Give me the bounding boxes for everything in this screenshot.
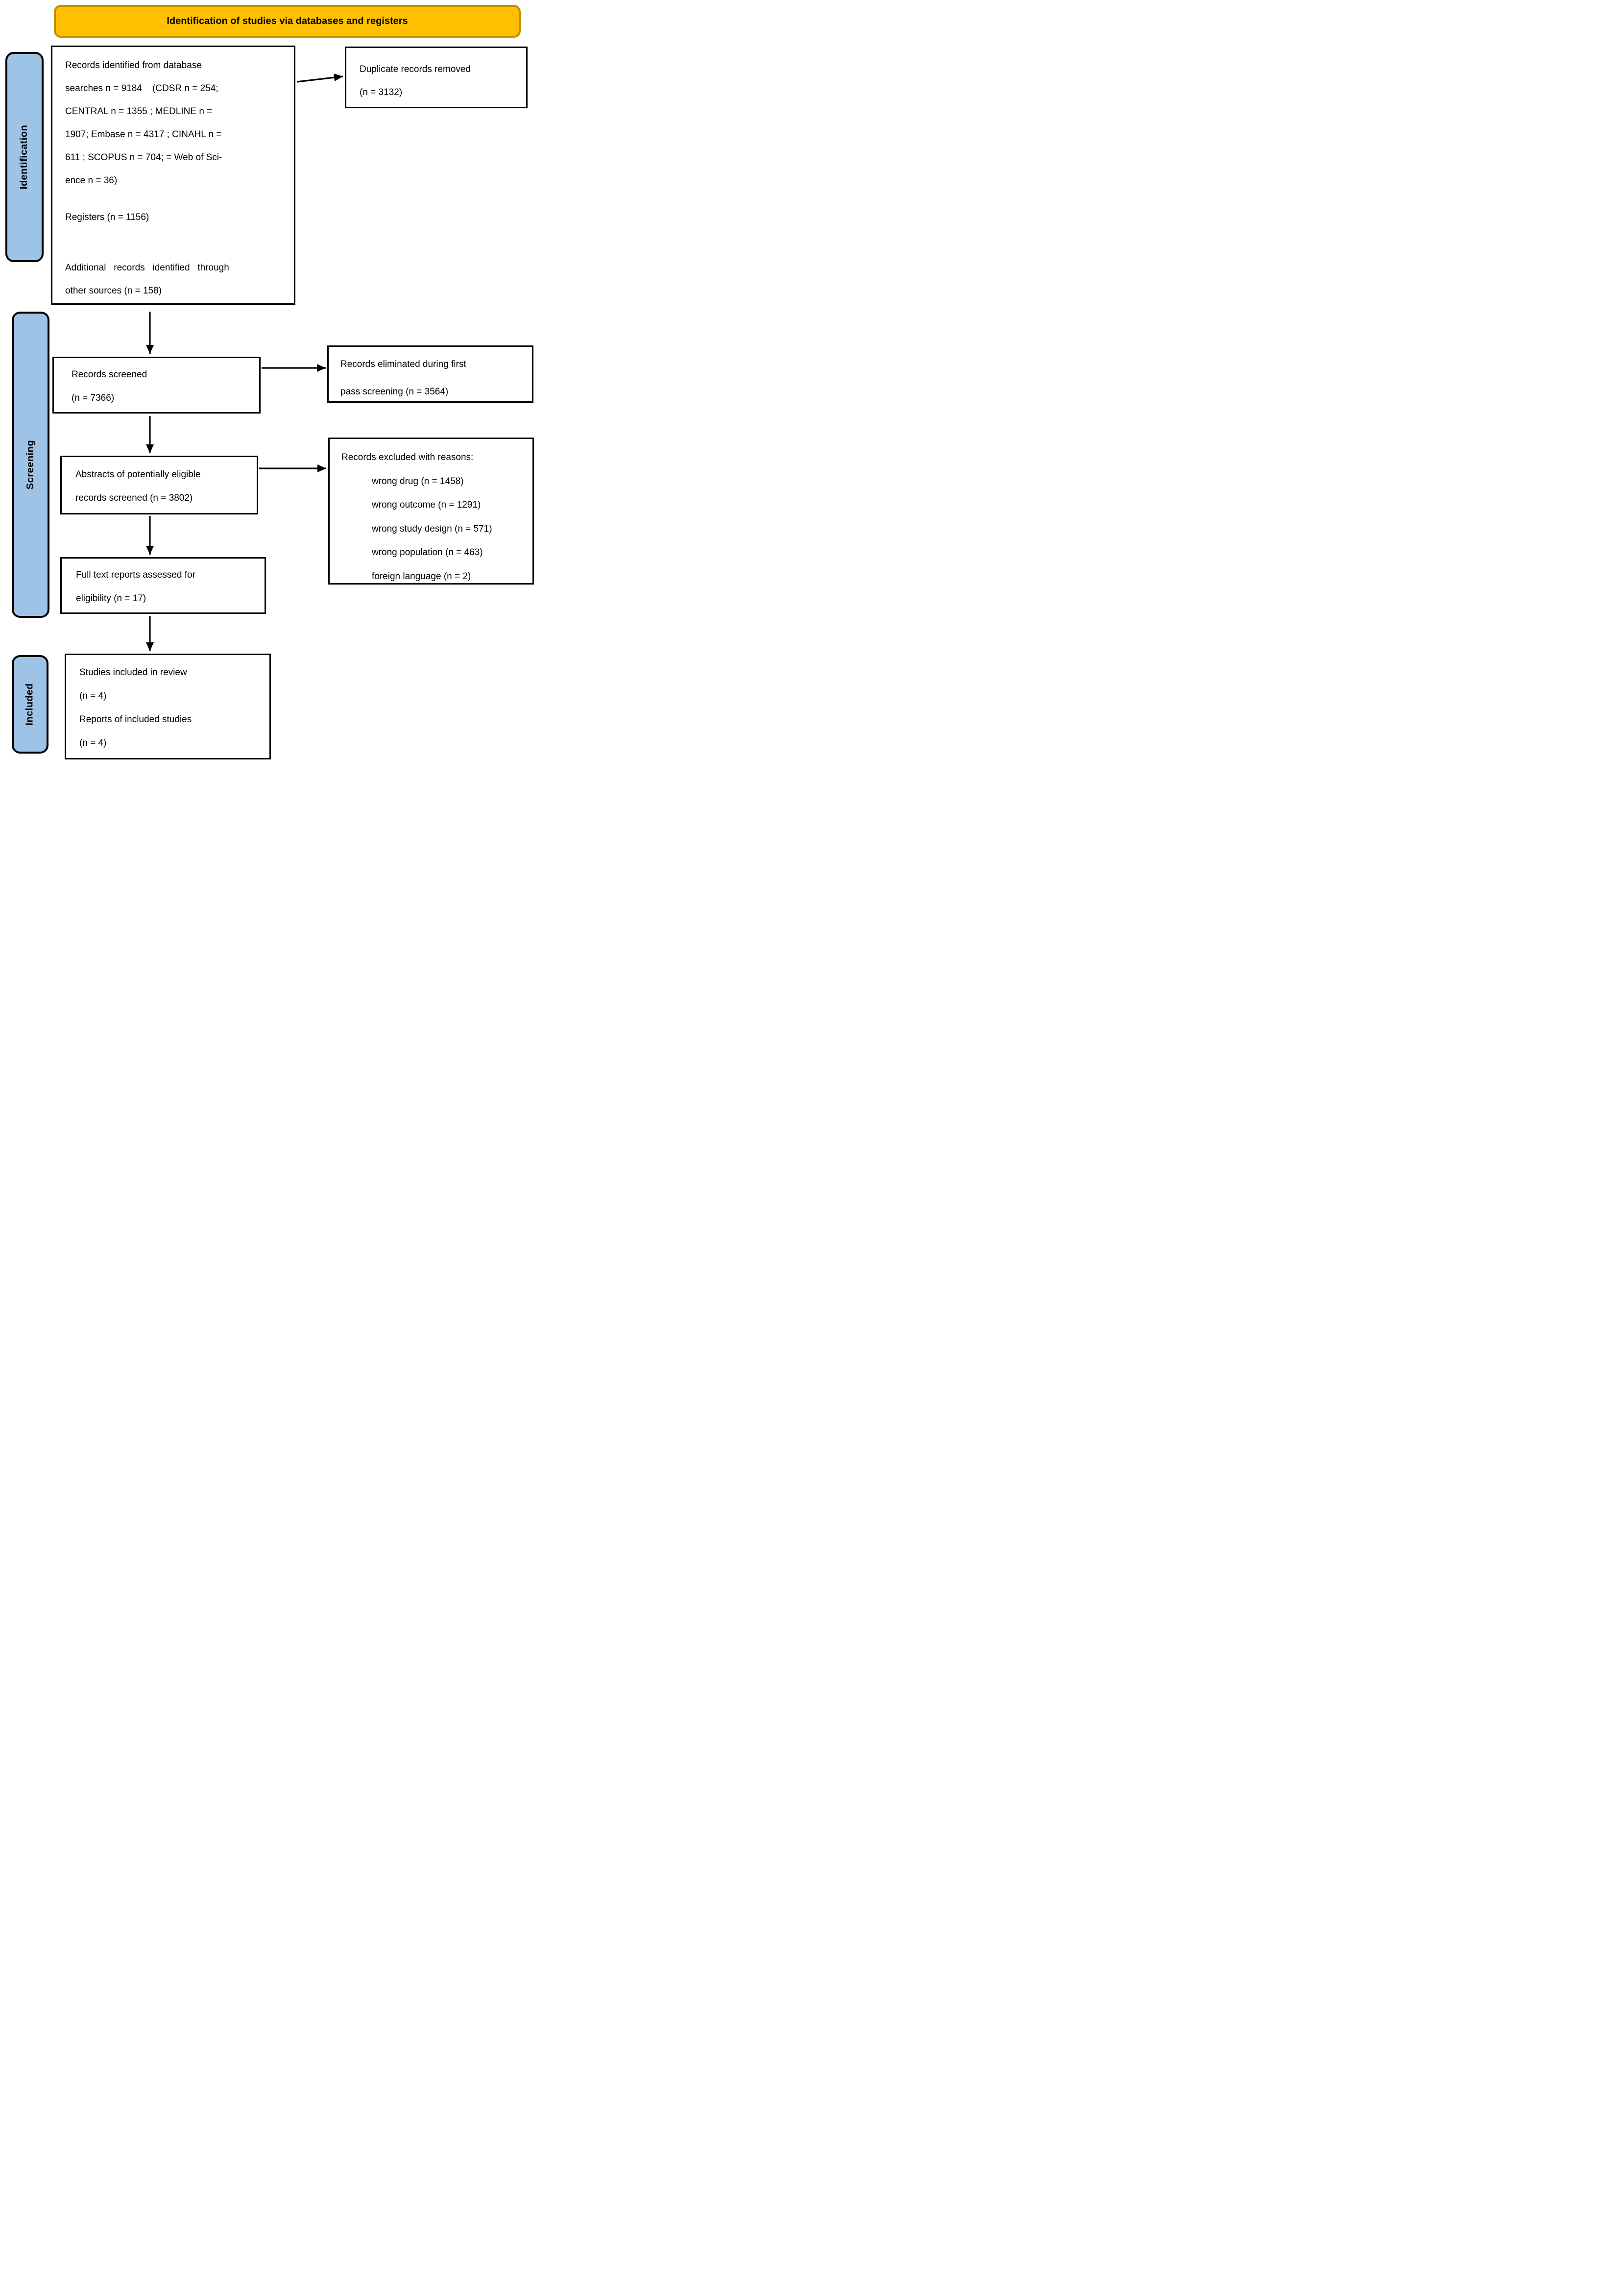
excluded-reason-item: wrong population (n = 463) — [372, 547, 483, 558]
box-duplicates-removed: Duplicate records removed (n = 3132) — [345, 47, 528, 108]
sidebar-screening-label: Screening — [25, 440, 36, 490]
excluded-reason-item: wrong study design (n = 571) — [372, 523, 492, 534]
banner-title-text: Identification of studies via databases … — [167, 16, 408, 26]
banner-title: Identification of studies via databases … — [54, 5, 521, 38]
box-abstracts-screened: Abstracts of potentially eligible record… — [60, 456, 258, 514]
sidebar-identification: Identification — [5, 52, 44, 262]
sidebar-included: Included — [12, 655, 48, 754]
additional-records-para: Additional records identified through ot… — [65, 263, 229, 296]
flow-arrows — [146, 73, 343, 651]
box-first-pass-eliminated: Records eliminated during first pass scr… — [327, 345, 533, 403]
box-records-excluded: Records excluded with reasons: wrong dru… — [328, 438, 534, 585]
excluded-reason-item: wrong drug (n = 1458) — [372, 476, 464, 487]
box-records-identified: Records identified from database searche… — [51, 46, 295, 305]
box-records-screened: Records screened (n = 7366) — [52, 357, 261, 414]
sidebar-included-label: Included — [24, 683, 36, 726]
excluded-reason-item: wrong outcome (n = 1291) — [372, 500, 481, 510]
studies-included-text: Studies included in review (n = 4) Repor… — [79, 667, 192, 748]
sidebar-identification-label: Identification — [19, 124, 30, 190]
fulltext-assessed-text: Full text reports assessed for eligibili… — [76, 570, 195, 604]
registers-line: Registers (n = 1156) — [65, 212, 149, 222]
sidebar-screening: Screening — [12, 312, 49, 618]
abstracts-screened-text: Abstracts of potentially eligible record… — [75, 469, 201, 503]
records-screened-text: Records screened (n = 7366) — [72, 369, 147, 403]
arrow-identified-to-duplicates — [296, 73, 343, 83]
records-excluded-heading: Records excluded with reasons: — [341, 452, 474, 463]
box-studies-included: Studies included in review (n = 4) Repor… — [65, 654, 271, 759]
duplicates-removed-text: Duplicate records removed (n = 3132) — [360, 64, 471, 98]
box-fulltext-assessed: Full text reports assessed for eligibili… — [60, 557, 266, 614]
first-pass-eliminated-text: Records eliminated during first pass scr… — [340, 359, 466, 397]
excluded-reason-item: foreign language (n = 2) — [372, 571, 471, 582]
records-identified-para: Records identified from database searche… — [65, 60, 222, 186]
prisma-flow-diagram: Identification of studies via databases … — [0, 0, 539, 765]
